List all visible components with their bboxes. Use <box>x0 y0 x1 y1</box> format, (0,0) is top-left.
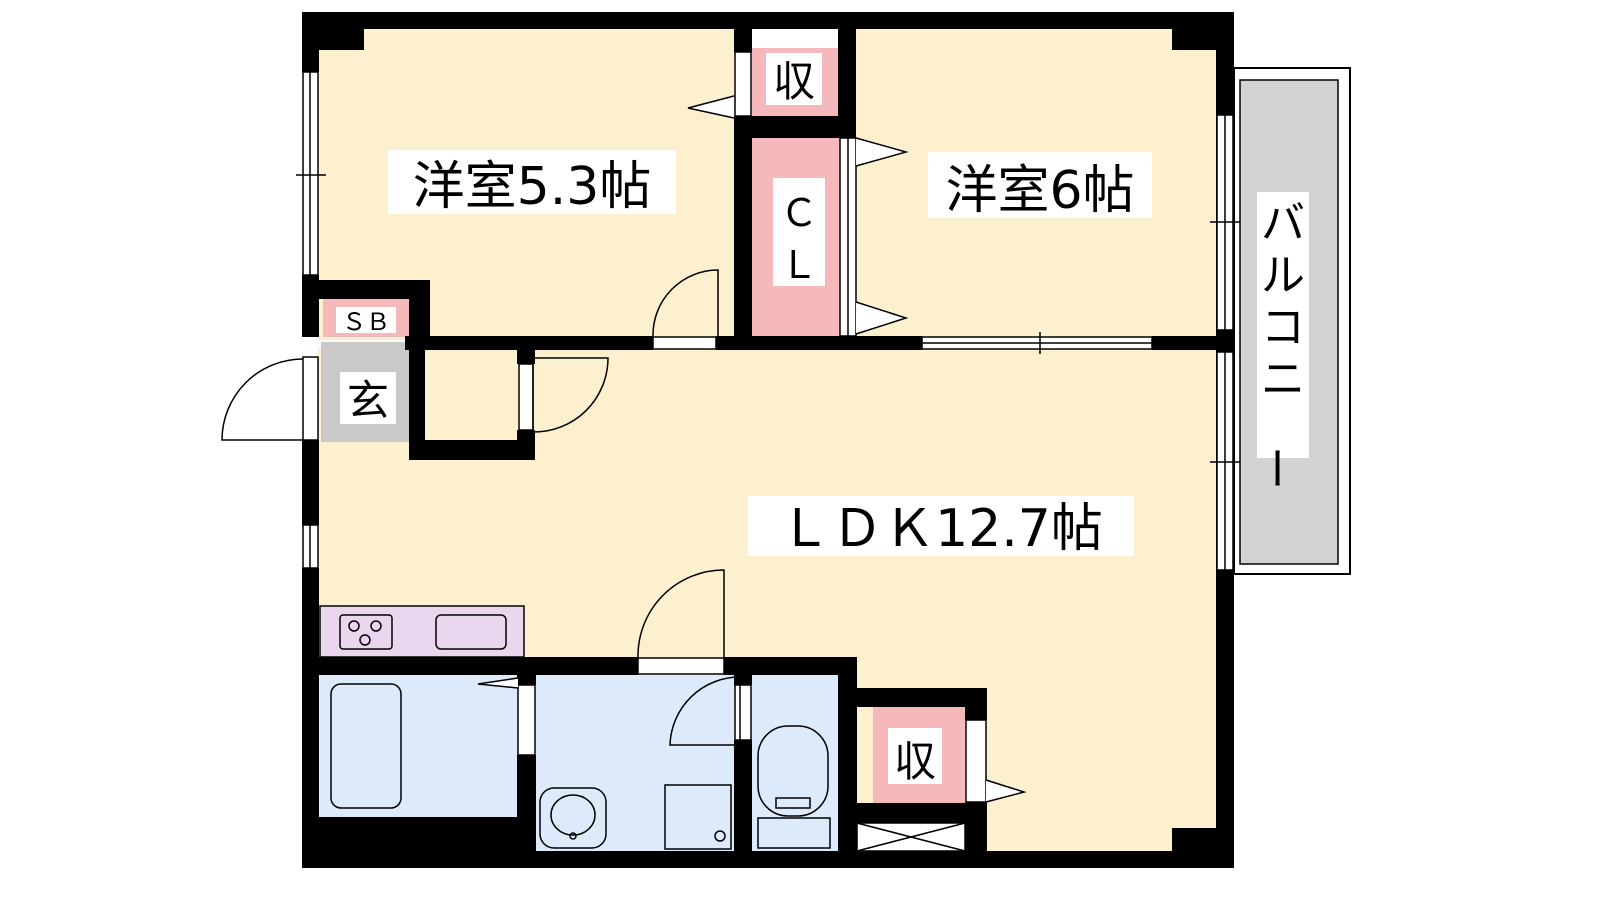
svg-text:ニ: ニ <box>1261 354 1305 405</box>
washing-machine-space <box>664 784 732 850</box>
washroom-floor <box>536 675 734 851</box>
room-5-3-label: 洋室5.3帖 <box>413 157 652 217</box>
closet-label-c: Ｃ <box>780 191 818 235</box>
bath-floor <box>320 675 518 817</box>
balcony-label-bg <box>1257 192 1309 458</box>
stove-icon <box>339 614 393 650</box>
toilet-icon <box>757 725 829 817</box>
svg-text:コ: コ <box>1261 302 1305 353</box>
storage-top-label: 収 <box>773 57 815 106</box>
toilet-floor <box>752 675 840 851</box>
walls <box>302 12 1234 868</box>
room-6-label: 洋室6帖 <box>945 161 1134 221</box>
balcony-label: バ ル コ ニ ー <box>1250 198 1305 490</box>
wash-basin-icon <box>539 787 607 849</box>
doors <box>221 51 1027 803</box>
bath-fixtures <box>330 683 831 850</box>
svg-text:ー: ー <box>1250 446 1301 490</box>
storage-bottom-label: 収 <box>894 737 936 786</box>
sink-icon <box>435 614 507 650</box>
svg-text:ル: ル <box>1261 250 1305 301</box>
ldk-label: ＬＤＫ12.7帖 <box>779 499 1103 559</box>
shoebox-label: ＳＢ <box>342 308 390 336</box>
pipe-space <box>856 822 966 852</box>
bathtub-icon <box>330 683 402 809</box>
kitchen-counter <box>319 605 525 658</box>
closet-label-l: Ｌ <box>780 243 818 287</box>
label-backgrounds <box>336 53 1152 784</box>
windows <box>296 71 1240 571</box>
svg-text:バ: バ <box>1261 198 1305 249</box>
entrance-label: 玄 <box>347 376 389 425</box>
